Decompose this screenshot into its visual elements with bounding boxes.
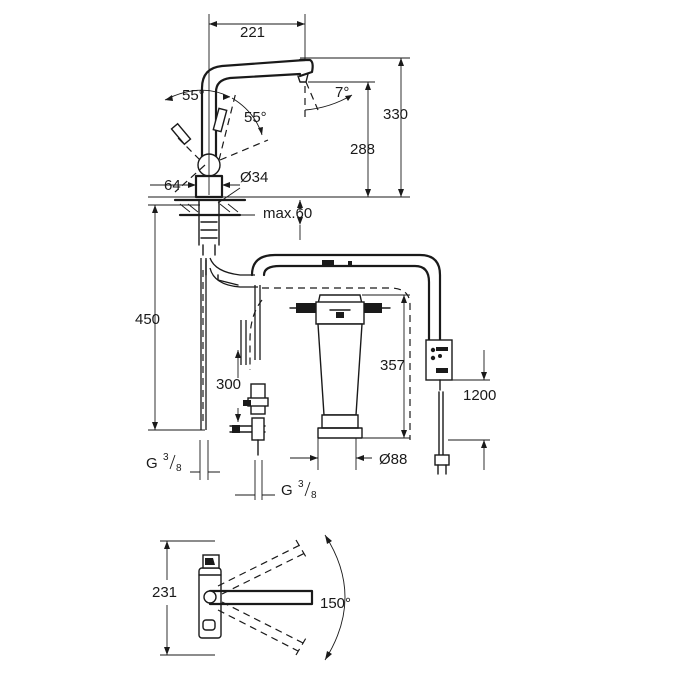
label-side-angle: 55°: [244, 109, 267, 126]
label-valve-offset: 300: [216, 376, 241, 393]
thread-right-num: 3: [298, 479, 304, 490]
thread-left-den: 8: [176, 463, 182, 474]
label-spout-reach: 221: [240, 24, 265, 41]
label-max-thickness: max.60: [263, 205, 312, 222]
label-total-height: 330: [383, 106, 408, 123]
dimension-lines: [148, 14, 490, 500]
label-cable-length: 1200: [463, 387, 496, 404]
power-control-box: [425, 339, 453, 475]
thread-left-prefix: G: [146, 455, 158, 472]
label-thread-left: G 3 8: [146, 452, 182, 474]
label-hole-diameter: Ø34: [240, 169, 268, 186]
label-top-angle: 55°: [182, 87, 205, 104]
label-spout-tilt: 7°: [335, 84, 349, 101]
label-base-diameter: 64: [164, 177, 181, 194]
label-hose-length: 450: [135, 311, 160, 328]
supply-hoses: [200, 253, 442, 456]
water-filter: [289, 294, 391, 439]
dimension-labels: 221 55° 55° 7° 330 288 64 Ø34 max.60 450…: [135, 24, 496, 612]
label-filter-height: 357: [380, 357, 405, 374]
label-filter-diameter: Ø88: [379, 451, 407, 468]
label-swivel-angle: 150°: [320, 595, 351, 612]
top-view: [160, 534, 346, 661]
thread-left-num: 3: [163, 452, 169, 463]
thread-right-den: 8: [311, 490, 317, 501]
thread-right-prefix: G: [281, 482, 293, 499]
label-spout-height: 288: [350, 141, 375, 158]
label-base-height: 231: [152, 584, 177, 601]
label-thread-right: G 3 8: [281, 479, 317, 501]
